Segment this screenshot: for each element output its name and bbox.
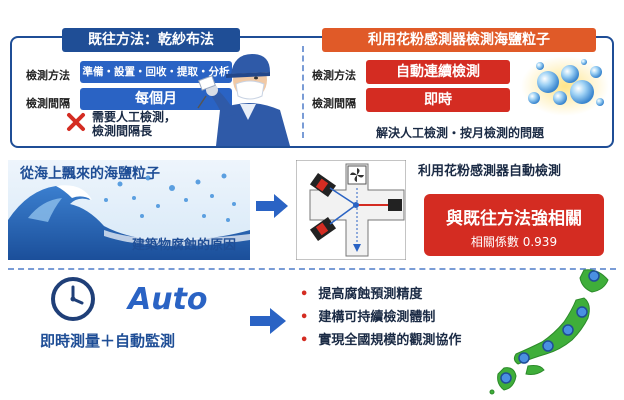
new-method-value: 自動連續檢測 [366,60,510,84]
old-method-title: 既往方法：乾紗布法 [62,28,240,52]
middle-divider [8,268,616,270]
arrow-right-icon [256,194,288,218]
pollen-sensor-diagram [296,160,406,260]
japan-map-illustration [489,269,609,395]
benefit-list: •提高腐蝕預測精度 •建構可持續檢測體制 •實現全國規模的觀測協作 [300,283,461,352]
clock-icon [51,277,95,321]
old-interval-value: 每個月 [80,88,232,110]
manual-note-line2: 檢測間隔長 [92,124,153,138]
new-interval-value: 即時 [366,88,510,112]
sea-caption: 從海上飄來的海鹽粒子 [20,166,160,182]
old-method-label: 檢測方法 [26,69,70,82]
cross-icon [67,113,85,131]
correlation-coefficient: 相關係數 0.939 [470,235,558,249]
solves-problem-text: 解決人工檢測・按月檢測的問題 [376,126,545,140]
benefit-item: •實現全國規模的觀測協作 [300,333,462,348]
correlation-result-box: 與既往方法強相關 相關係數 0.939 [424,194,604,256]
technician-illustration [197,54,290,146]
salt-particles-illustration [521,56,609,116]
old-method-value: 準備・設置・回收・提取・分析 [80,61,232,83]
manual-note: 需要人工檢測， 檢測間隔長 [92,110,202,138]
location-pin-icon [500,270,600,384]
auto-label: Auto [128,282,208,317]
old-interval-label: 檢測間隔 [26,97,70,110]
new-method-label: 檢測方法 [312,69,356,82]
ocean-wave-illustration [8,160,250,260]
benefit-item: •提高腐蝕預測精度 [300,287,423,302]
manual-note-line1: 需要人工檢測， [92,110,177,124]
measurement-caption: 即時測量＋自動監測 [40,332,176,350]
new-method-title: 利用花粉感測器檢測海鹽粒子 [322,28,596,52]
new-interval-label: 檢測間隔 [312,97,356,110]
sensor-caption: 利用花粉感測器自動檢測 [418,164,562,179]
arrow-right-icon [250,308,286,334]
corrosion-caption: 建築物腐蝕的原因 [132,238,237,253]
correlation-title: 與既往方法強相關 [446,209,582,229]
top-divider [302,46,304,138]
benefit-item: •建構可持續檢測體制 [300,310,436,325]
